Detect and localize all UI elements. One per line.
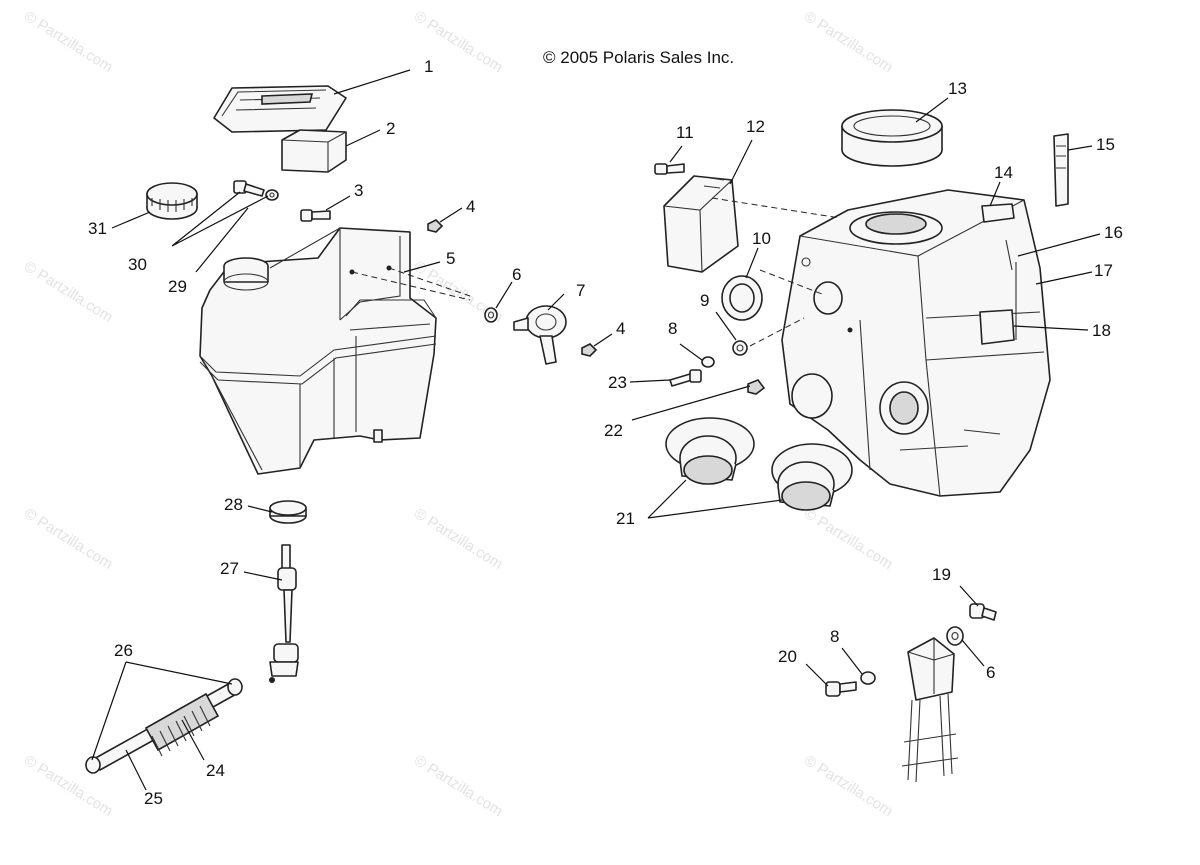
callout-29: 29 bbox=[168, 277, 187, 296]
part-11-screw bbox=[654, 163, 685, 175]
part-6-grommet bbox=[946, 626, 964, 646]
callout-6: 6 bbox=[986, 663, 996, 682]
part-28-plug bbox=[269, 500, 307, 524]
part-5-reservoir bbox=[199, 227, 437, 475]
part-24-spring bbox=[144, 692, 220, 757]
part-6-grommet bbox=[484, 307, 498, 323]
callout-5: 5 bbox=[446, 249, 456, 268]
part-3-bolt bbox=[300, 209, 331, 222]
callout-6: 6 bbox=[512, 265, 522, 284]
part-8-washer bbox=[701, 356, 715, 368]
callout-16: 16 bbox=[1104, 223, 1123, 242]
callout-15: 15 bbox=[1096, 135, 1115, 154]
callout-28: 28 bbox=[224, 495, 243, 514]
callout-21: 21 bbox=[616, 509, 635, 528]
part-7-sensor bbox=[513, 305, 567, 365]
callout-11: 11 bbox=[676, 123, 694, 142]
callout-7: 7 bbox=[576, 281, 586, 300]
callout-13: 13 bbox=[948, 79, 967, 98]
callout-4: 4 bbox=[616, 319, 626, 338]
callout-8: 8 bbox=[830, 627, 840, 646]
part-27-pickup bbox=[269, 544, 299, 683]
part-29-washer bbox=[265, 189, 279, 201]
part-8-washer bbox=[860, 671, 876, 685]
part-19-bolt bbox=[969, 603, 997, 621]
part-22-nut bbox=[747, 379, 766, 395]
callout-2: 2 bbox=[386, 119, 396, 138]
callout-30: 30 bbox=[128, 255, 147, 274]
part-21-boot bbox=[665, 417, 755, 485]
callout-23: 23 bbox=[608, 373, 627, 392]
callout-22: 22 bbox=[604, 421, 623, 440]
callout-19: 19 bbox=[932, 565, 951, 584]
callout-3: 3 bbox=[354, 181, 364, 200]
callout-18: 18 bbox=[1092, 321, 1111, 340]
part-4-nut bbox=[581, 343, 598, 357]
callout-31: 31 bbox=[88, 219, 107, 238]
callout-24: 24 bbox=[206, 761, 225, 780]
part-9-screw bbox=[732, 340, 748, 356]
callout-8: 8 bbox=[668, 319, 678, 338]
part-1-cover bbox=[213, 85, 347, 133]
part-15-strap bbox=[1053, 133, 1069, 207]
part-coil bbox=[901, 637, 959, 783]
callout-12: 12 bbox=[746, 117, 765, 136]
part-12-module bbox=[663, 175, 739, 273]
part-30-bolt bbox=[233, 180, 265, 197]
part-13-filter bbox=[841, 109, 943, 167]
part-23-bolt bbox=[669, 369, 702, 387]
callout-27: 27 bbox=[220, 559, 239, 578]
part-20-bolt bbox=[825, 681, 857, 697]
airbox-body bbox=[781, 189, 1051, 497]
part-4-nut bbox=[427, 219, 444, 233]
callout-9: 9 bbox=[700, 291, 710, 310]
leader-lines bbox=[91, 69, 1101, 791]
part-21-boot bbox=[771, 443, 853, 511]
callout-25: 25 bbox=[144, 789, 163, 808]
callout-1: 1 bbox=[424, 57, 434, 76]
part-2-block bbox=[281, 129, 347, 173]
callout-10: 10 bbox=[752, 229, 771, 248]
part-31-cap bbox=[146, 182, 198, 220]
callout-17: 17 bbox=[1094, 261, 1113, 280]
part-26-clamp bbox=[85, 678, 243, 774]
part-10-grommet bbox=[721, 275, 763, 321]
callout-20: 20 bbox=[778, 647, 797, 666]
callout-14: 14 bbox=[994, 163, 1013, 182]
copyright-notice: © 2005 Polaris Sales Inc. bbox=[543, 48, 735, 67]
callout-4: 4 bbox=[466, 197, 476, 216]
callout-26: 26 bbox=[114, 641, 133, 660]
